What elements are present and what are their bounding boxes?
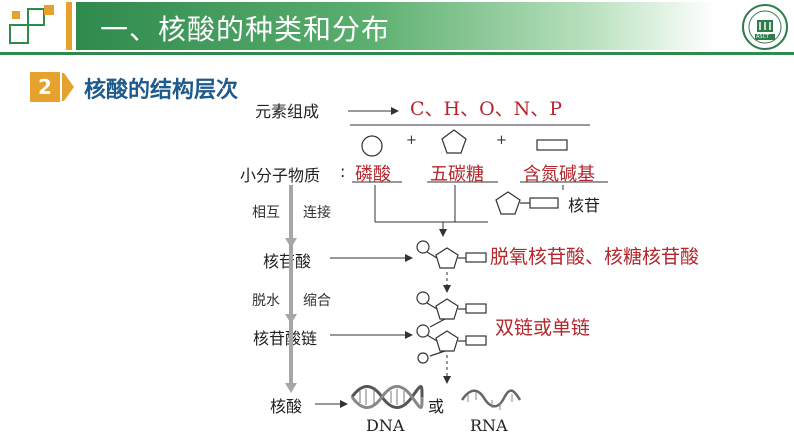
school-badge-icon <box>742 4 788 50</box>
nucleotide-phosphate-icon <box>416 240 430 254</box>
component-phosphate: 磷酸 <box>355 164 391 185</box>
component-base: 含氮碱基 <box>523 164 595 185</box>
dna-helix-icon <box>350 385 424 409</box>
page-title: 一、核酸的种类和分布 <box>100 13 391 46</box>
rna-strand-icon <box>460 389 522 408</box>
main-flow-arrowhead-2 <box>285 314 297 324</box>
step-connect-1: 相互 <box>252 205 280 221</box>
annotation-chain: 双链或单链 <box>495 317 591 339</box>
pentose-icon <box>441 129 467 154</box>
label-nucleoside: 核苷 <box>568 196 601 215</box>
annotation-nucleotide: 脱氧核苷酸、核糖核苷酸 <box>490 246 700 268</box>
main-flow-arrowhead-1 <box>285 238 297 248</box>
squares-logo-icon <box>9 5 54 44</box>
label-nucleic-acid: 核酸 <box>270 397 303 416</box>
nucleoside-sugar-icon <box>495 191 521 215</box>
plus-sign-1: + <box>406 133 417 148</box>
section-number-badge <box>30 72 60 102</box>
section-chevron-icon <box>62 73 74 101</box>
label-rna: RNA <box>470 416 508 435</box>
nucleoside-base-icon <box>529 197 559 209</box>
header-title-bar <box>76 2 716 50</box>
badge-text: ASCT <box>756 34 770 40</box>
nucleotide-base-icon <box>465 252 487 263</box>
plus-sign-2: + <box>496 133 507 148</box>
label-dna: DNA <box>366 416 405 435</box>
section-title: 核酸的结构层次 <box>84 78 239 103</box>
base-icon <box>536 139 568 151</box>
nucleotide-chain-icon <box>416 291 487 364</box>
nucleotide-sugar-icon <box>435 247 459 269</box>
header-accent-bar <box>66 2 72 50</box>
elements-value: C、H、O、N、P <box>410 98 563 120</box>
step-dehydrate-2: 缩合 <box>303 293 331 309</box>
label-or: 或 <box>428 397 445 416</box>
component-pentose: 五碳糖 <box>430 164 484 185</box>
header-underline <box>0 52 794 55</box>
label-small-molecules: 小分子物质 <box>240 166 321 185</box>
step-connect-2: 连接 <box>303 205 331 221</box>
label-elements: 元素组成 <box>255 102 320 121</box>
phosphate-icon <box>361 135 383 157</box>
section-number: 2 <box>38 75 52 99</box>
header-bar: 一、核酸的种类和分布 ASCT <box>0 0 794 56</box>
label-small-colon: : <box>340 162 346 181</box>
label-chain: 核苷酸链 <box>253 329 318 348</box>
step-dehydrate-1: 脱水 <box>252 293 280 309</box>
main-flow-arrowhead-3 <box>285 383 297 393</box>
label-nucleotide: 核苷酸 <box>263 252 312 271</box>
